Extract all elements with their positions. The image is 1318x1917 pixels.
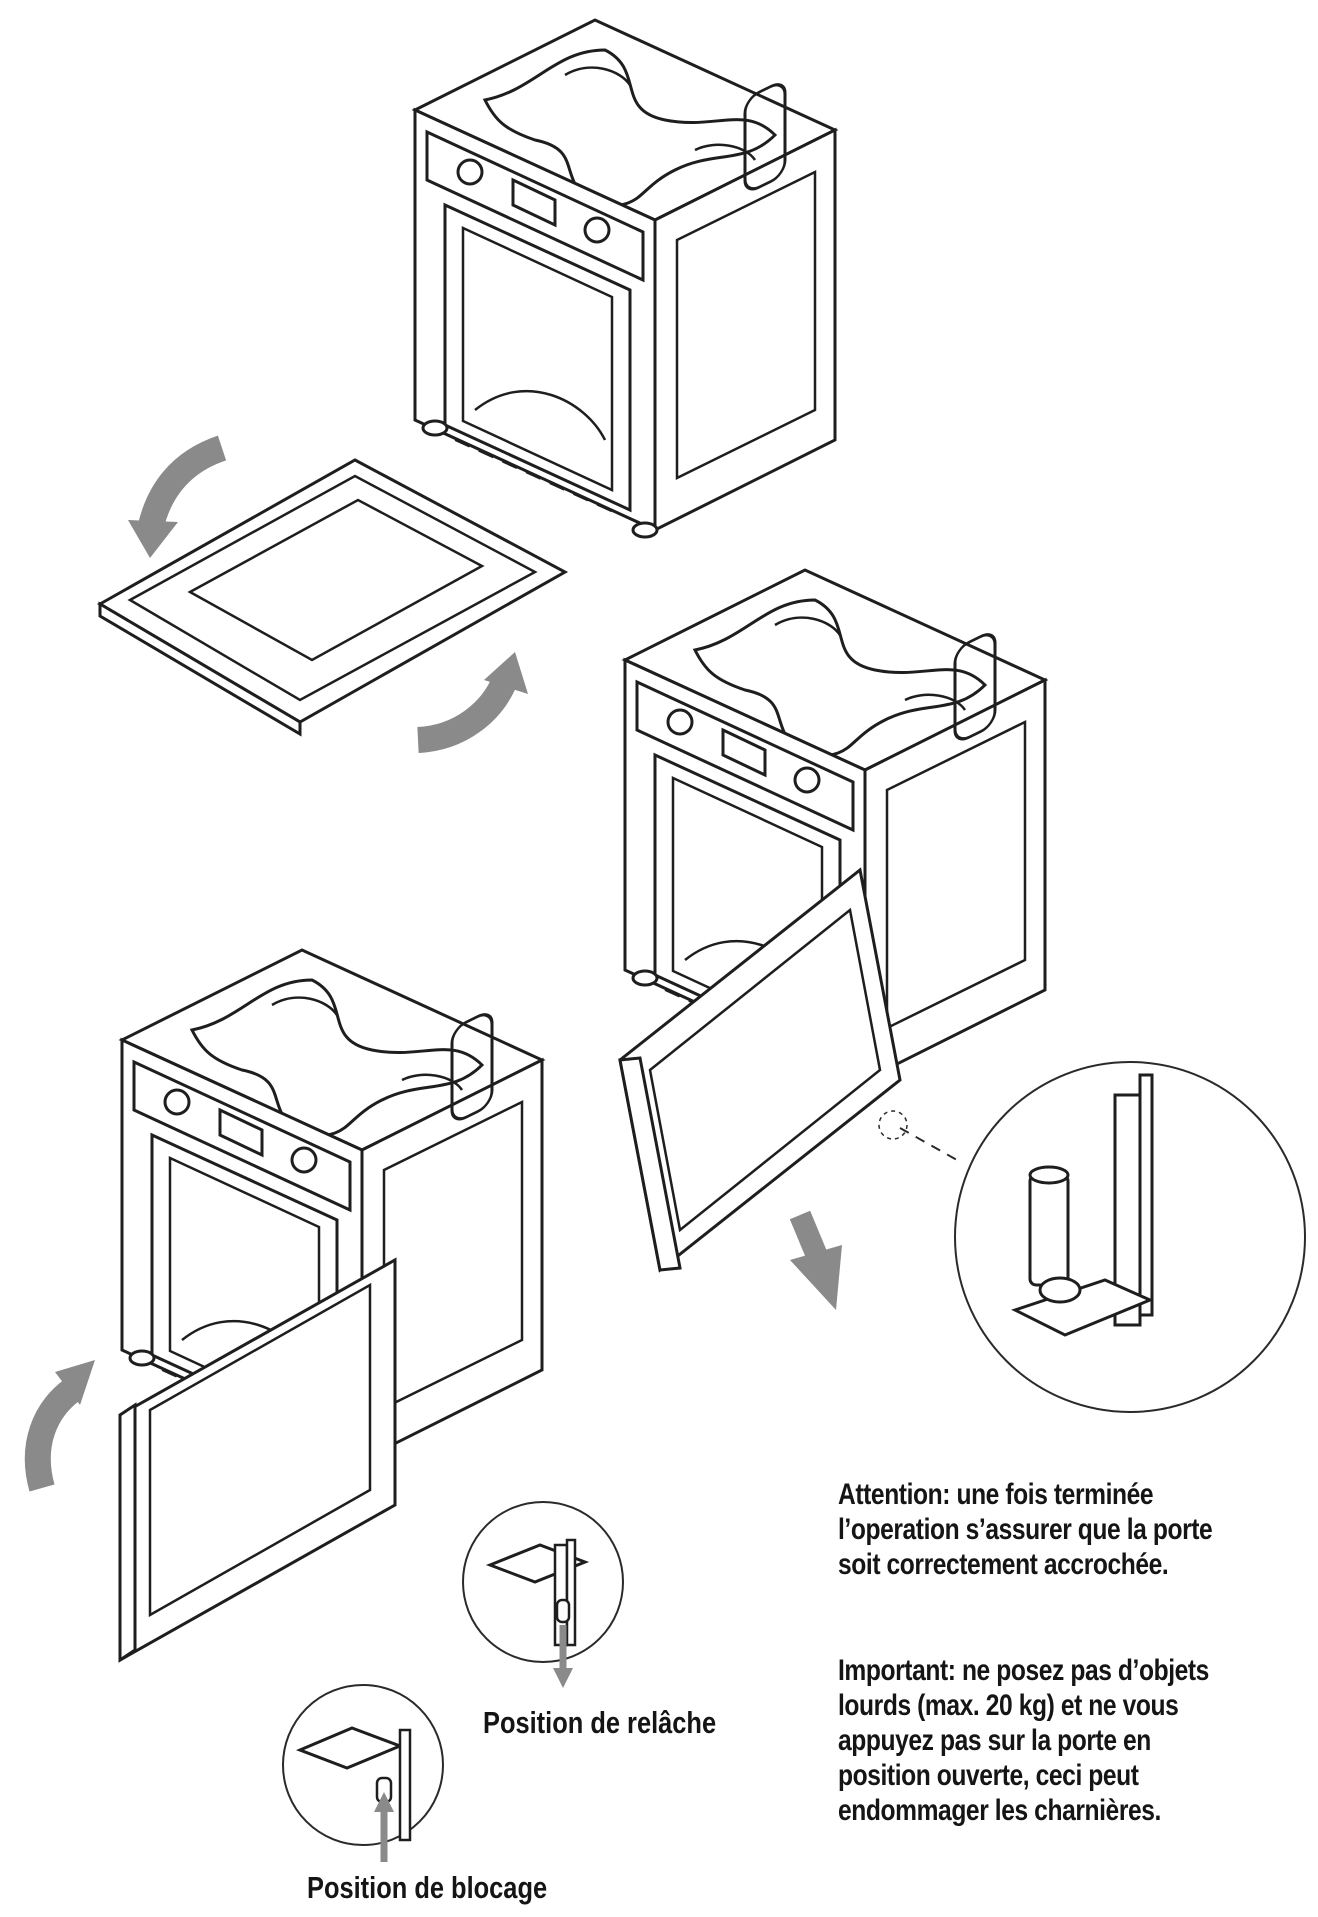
lock-detail-circle xyxy=(282,1684,444,1862)
attention-line-3: soit correctement accrochée. xyxy=(838,1548,1169,1581)
hinge-detail-circle xyxy=(878,1061,1306,1413)
rotate-arrow-bottom xyxy=(24,1360,95,1492)
important-line-2: lourds (max. 20 kg) et ne vous xyxy=(838,1689,1179,1722)
oven-top xyxy=(413,18,837,539)
release-detail-circle xyxy=(462,1501,624,1688)
attention-note: Attention: une fois terminée l’operation… xyxy=(838,1477,1213,1582)
rotate-arrow-lower-right xyxy=(416,652,528,753)
rotate-arrow-upper-left xyxy=(128,435,227,558)
removed-door xyxy=(96,458,569,737)
release-position-caption: Position de relâche xyxy=(483,1705,717,1740)
important-line-4: position ouverte, ceci peut xyxy=(838,1759,1139,1792)
attention-line-2: l’operation s’assurer que la porte xyxy=(838,1513,1213,1546)
attention-line-1: Attention: une fois terminée xyxy=(838,1478,1154,1511)
important-line-5: endommager les charnières. xyxy=(838,1794,1161,1827)
bottom-door-open xyxy=(118,1257,397,1663)
important-note: Important: ne posez pas d’objets lourds … xyxy=(838,1653,1209,1828)
important-line-1: Important: ne posez pas d’objets xyxy=(838,1654,1209,1687)
important-line-3: appuyez pas sur la porte en xyxy=(838,1724,1151,1757)
middle-door-open xyxy=(618,867,902,1273)
lock-position-caption: Position de blocage xyxy=(307,1870,548,1905)
arrow-down-middle xyxy=(789,1210,842,1310)
